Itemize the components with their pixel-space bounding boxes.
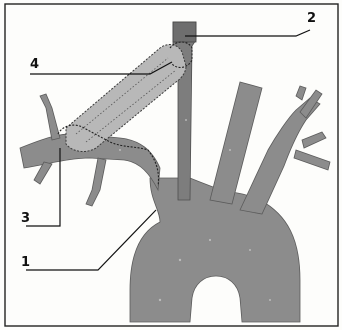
vessel-2-cap (173, 22, 196, 42)
label-1: 1 (21, 255, 30, 270)
label-4: 4 (30, 57, 39, 72)
left-twig-up (40, 94, 60, 140)
right-twig-3 (302, 132, 326, 148)
label-2: 2 (307, 11, 316, 26)
right-twig-4 (296, 86, 306, 100)
label-3: 3 (21, 211, 30, 226)
left-twig-down (86, 158, 106, 206)
leader-line-2 (185, 30, 310, 36)
vessel-4-graft (66, 45, 186, 152)
right-twig-2 (294, 150, 330, 170)
